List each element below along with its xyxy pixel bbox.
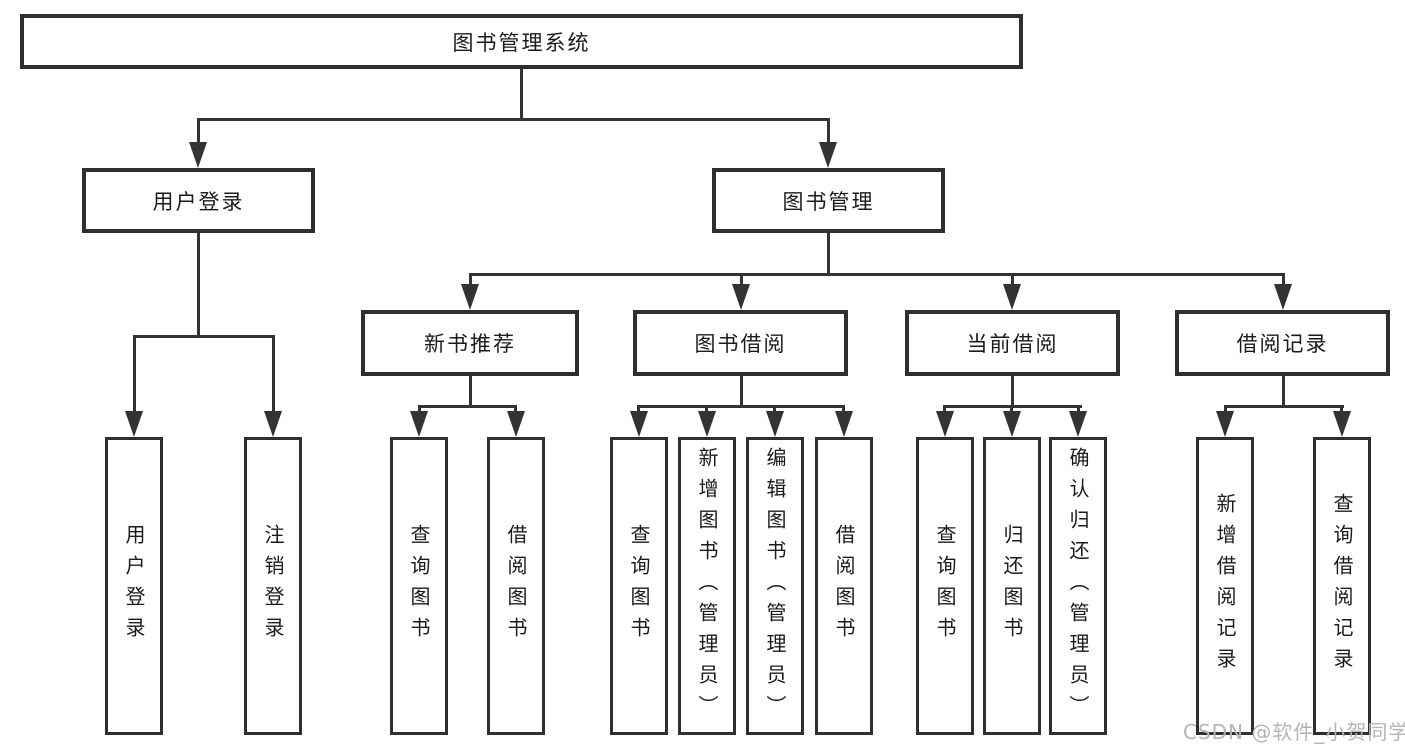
leaf-return-book: 归还图书 <box>983 437 1041 735</box>
node-library-system: 图书管理系统 <box>20 14 1023 69</box>
leaf-label: 归还图书 <box>1000 524 1024 648</box>
connector-line <box>773 405 776 415</box>
leaf-label: 新增图书（管理员） <box>695 446 719 726</box>
connector-line <box>1340 405 1343 415</box>
leaf-label: 查询借阅记录 <box>1330 493 1354 679</box>
connector-line <box>469 273 1285 276</box>
leaf-label: 借阅图书 <box>504 524 528 648</box>
arrow-down-icon <box>936 411 954 437</box>
node-label: 用户登录 <box>152 189 245 214</box>
connector-line <box>740 273 743 287</box>
leaf-borrow-book-recommend: 借阅图书 <box>487 437 545 735</box>
arrow-down-icon <box>264 411 282 437</box>
node-book-borrowing: 图书借阅 <box>633 310 848 376</box>
leaf-query-borrow-record: 查询借阅记录 <box>1313 437 1371 735</box>
leaf-borrow-book: 借阅图书 <box>815 437 873 735</box>
leaf-logout: 注销登录 <box>244 437 302 735</box>
node-current-borrowing: 当前借阅 <box>905 310 1120 376</box>
arrow-down-icon <box>630 411 648 437</box>
arrow-down-icon <box>1069 411 1087 437</box>
leaf-label: 查询图书 <box>933 524 957 648</box>
node-label: 图书管理系统 <box>452 30 591 55</box>
connector-line <box>418 405 517 408</box>
connector-line <box>133 335 275 338</box>
arrow-down-icon <box>1216 411 1234 437</box>
arrow-down-icon <box>1333 411 1351 437</box>
arrow-down-icon <box>507 411 525 437</box>
arrow-down-icon <box>1003 411 1021 437</box>
leaf-label: 确认归还（管理员） <box>1066 446 1090 726</box>
connector-line <box>1010 405 1013 415</box>
arrow-down-icon <box>410 411 428 437</box>
connector-line <box>637 405 845 408</box>
leaf-label: 用户登录 <box>122 524 146 648</box>
leaf-label: 注销登录 <box>261 524 285 648</box>
connector-line <box>705 405 708 415</box>
connector-line <box>637 405 640 415</box>
leaf-label: 查询图书 <box>407 524 431 648</box>
arrow-down-icon <box>835 411 853 437</box>
arrow-down-icon <box>1003 284 1021 310</box>
arrow-down-icon <box>819 142 837 168</box>
leaf-query-current-book: 查询图书 <box>916 437 974 735</box>
connector-line <box>197 233 200 338</box>
csdn-watermark: CSDN @软件_小贺同学 <box>1183 720 1405 744</box>
arrow-down-icon <box>125 411 143 437</box>
connector-line <box>827 118 830 146</box>
connector-line <box>1011 273 1014 287</box>
leaf-add-book-admin: 新增图书（管理员） <box>678 437 736 735</box>
connector-line <box>1282 376 1285 408</box>
node-borrowing-records: 借阅记录 <box>1175 310 1390 376</box>
node-label: 图书借阅 <box>694 332 787 356</box>
leaf-label: 新增借阅记录 <box>1213 493 1237 679</box>
connector-line <box>469 376 472 408</box>
connector-line <box>272 335 275 415</box>
leaf-query-book: 查询图书 <box>610 437 668 735</box>
leaf-user-login: 用户登录 <box>105 437 163 735</box>
arrow-down-icon <box>766 411 784 437</box>
arrow-down-icon <box>189 142 207 168</box>
connector-line <box>1224 405 1227 415</box>
node-user-login: 用户登录 <box>82 168 315 233</box>
arrow-down-icon <box>698 411 716 437</box>
leaf-edit-book-admin: 编辑图书（管理员） <box>746 437 804 735</box>
connector-line <box>1077 405 1080 415</box>
connector-line <box>1282 273 1285 287</box>
connector-line <box>842 405 845 415</box>
leaf-add-borrow-record: 新增借阅记录 <box>1196 437 1254 735</box>
arrow-down-icon <box>732 284 750 310</box>
connector-line <box>827 233 830 276</box>
connector-line <box>197 118 200 146</box>
leaf-label: 借阅图书 <box>832 524 856 648</box>
node-book-management: 图书管理 <box>712 168 945 233</box>
connector-line <box>514 405 517 415</box>
connector-line <box>197 118 830 121</box>
connector-line <box>943 405 946 415</box>
connector-line <box>520 69 523 118</box>
leaf-confirm-return-admin: 确认归还（管理员） <box>1049 437 1107 735</box>
connector-line <box>1011 376 1014 408</box>
leaf-label: 编辑图书（管理员） <box>763 446 787 726</box>
leaf-label: 查询图书 <box>627 524 651 648</box>
node-label: 新书推荐 <box>424 332 516 356</box>
leaf-query-book-recommend: 查询图书 <box>390 437 448 735</box>
connector-line <box>133 335 136 415</box>
node-label: 图书管理 <box>782 189 875 214</box>
node-label: 当前借阅 <box>966 332 1059 356</box>
node-label: 借阅记录 <box>1236 332 1329 356</box>
connector-line <box>469 273 472 287</box>
connector-line <box>740 376 743 408</box>
node-new-book-recommend: 新书推荐 <box>361 310 579 376</box>
connector-line <box>418 405 421 415</box>
arrow-down-icon <box>1274 284 1292 310</box>
connector-line <box>1224 405 1344 408</box>
arrow-down-icon <box>461 284 479 310</box>
